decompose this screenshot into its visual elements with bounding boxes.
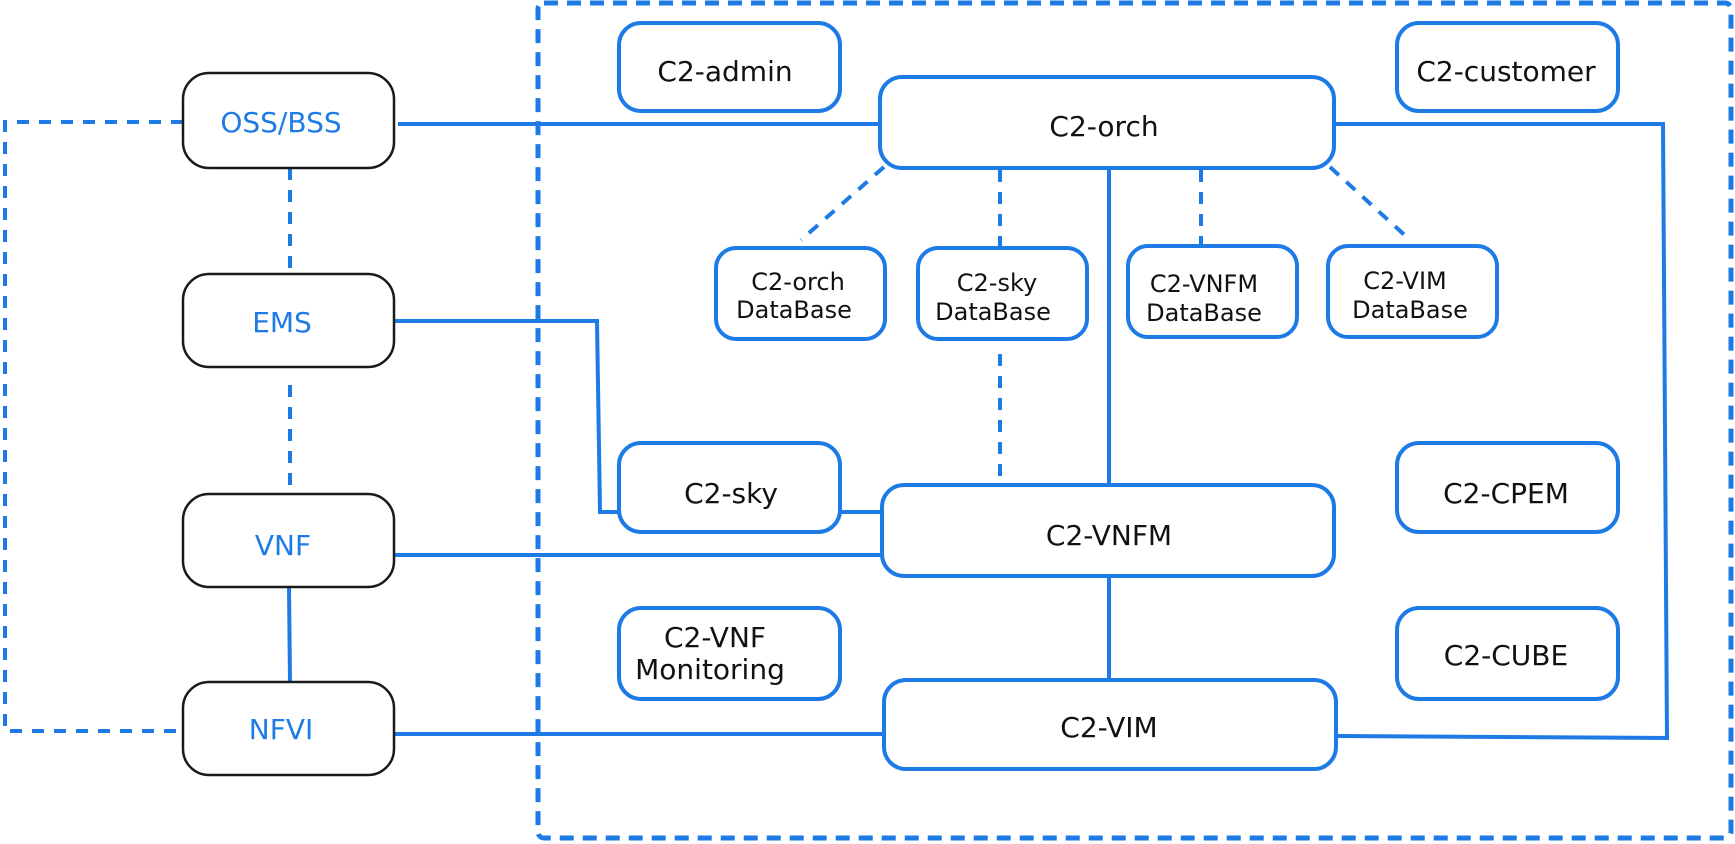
vnf-nfvi-link (287, 587, 292, 683)
c2-vnfm-node: C2-VNFM (880, 483, 1336, 578)
nfvi-node: NFVI (181, 680, 396, 777)
c2-boundary-frame (535, 0, 1734, 841)
c2-cube-label: C2-CUBE (1444, 639, 1568, 672)
ems-label: EMS (252, 306, 312, 339)
c2-vim-database-label-line2: DataBase (1352, 296, 1468, 324)
c2-vnfm-database-label-line1: C2-VNFM (1150, 270, 1258, 298)
c2-vnf-monitoring-label-line1: C2-VNF (664, 621, 766, 654)
c2-vnfm-database-node: C2-VNFM DataBase (1126, 244, 1299, 339)
c2-sky-label: C2-sky (684, 477, 778, 510)
c2-sky-database-label-line2: DataBase (935, 298, 1051, 326)
vnf-label: VNF (255, 529, 311, 562)
ems-sky-link (394, 319, 620, 514)
c2-vnf-monitoring-label-line2: Monitoring (635, 653, 785, 686)
c2-customer-node: C2-customer (1395, 21, 1620, 113)
c2-vnf-monitoring-node: C2-VNF Monitoring (617, 606, 842, 701)
c2-orch-node: C2-orch (878, 75, 1336, 170)
nfvi-label: NFVI (249, 713, 313, 746)
c2-vnfm-label: C2-VNFM (1046, 519, 1172, 552)
oss-nfvi-dashed-loop (3, 120, 183, 733)
c2-cpem-label: C2-CPEM (1443, 477, 1569, 510)
c2-vnfm-database-label-line2: DataBase (1146, 299, 1262, 327)
c2-sky-node: C2-sky (617, 441, 842, 534)
c2-admin-label: C2-admin (657, 55, 792, 88)
oss-bss-node: OSS/BSS (181, 71, 396, 170)
c2-sky-database-label-line1: C2-sky (957, 269, 1037, 297)
c2-vim-label: C2-VIM (1060, 711, 1157, 744)
c2-cube-node: C2-CUBE (1395, 606, 1620, 701)
c2-sky-database-node: C2-sky DataBase (916, 246, 1089, 341)
orch-orchdb-dashed-link (799, 165, 886, 242)
c2-orch-label: C2-orch (1049, 110, 1158, 143)
orch-vimdb-dashed-link (1328, 165, 1412, 242)
c2-orch-database-label-line1: C2-orch (751, 268, 845, 296)
orch-vim-bypass-link (1334, 122, 1670, 741)
c2-admin-node: C2-admin (617, 21, 842, 113)
c2-vim-database-label-line1: C2-VIM (1363, 267, 1446, 295)
c2-customer-label: C2-customer (1416, 55, 1596, 88)
c2-orch-database-node: C2-orch DataBase (714, 246, 887, 341)
c2-vim-database-node: C2-VIM DataBase (1326, 244, 1499, 339)
c2-cpem-node: C2-CPEM (1395, 441, 1620, 534)
c2-orch-database-label-line2: DataBase (736, 296, 852, 324)
c2-vim-node: C2-VIM (882, 678, 1338, 771)
oss-bss-label: OSS/BSS (220, 106, 341, 139)
vnf-node: VNF (181, 492, 396, 589)
ems-node: EMS (181, 272, 396, 369)
